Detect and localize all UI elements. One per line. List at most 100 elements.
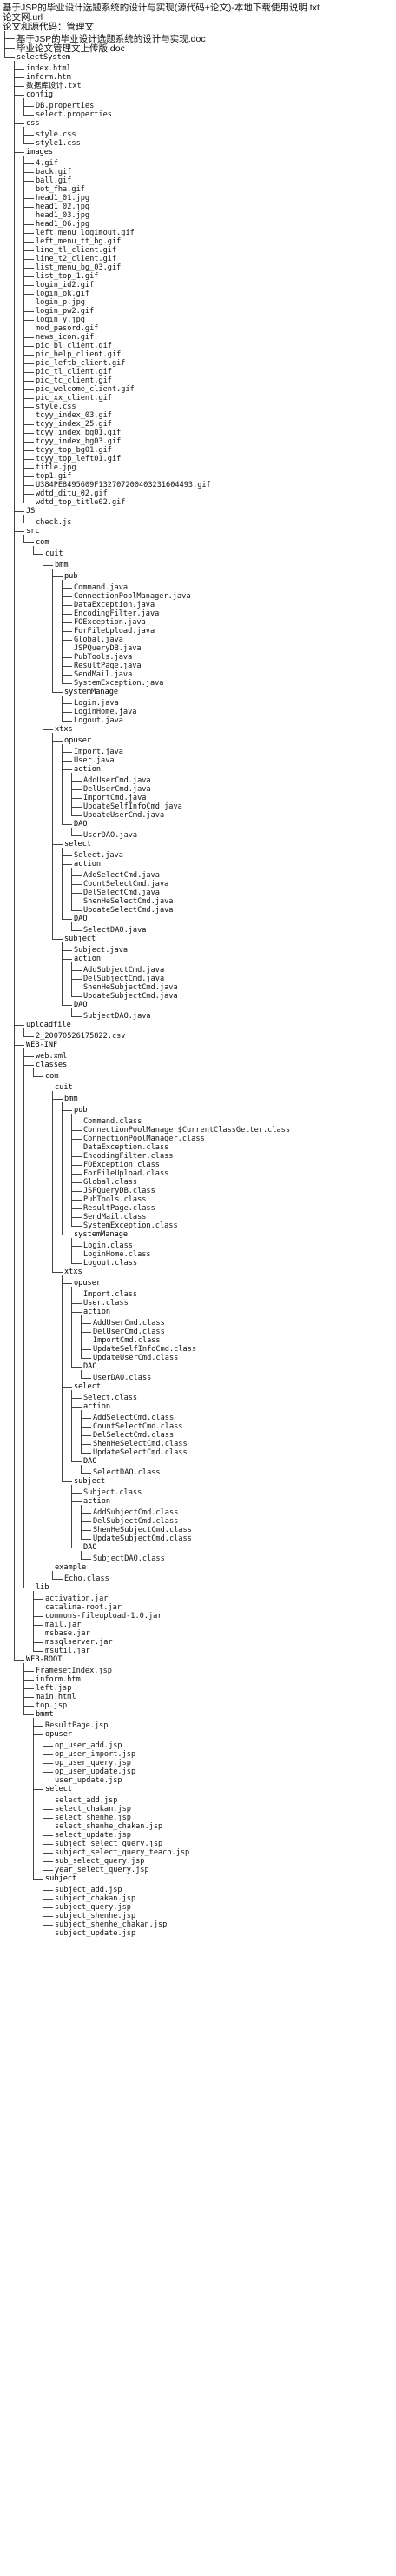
file-item: SubjectDAO.java xyxy=(83,1012,151,1021)
tree-connector xyxy=(43,1925,53,1926)
folder-item: WEB-ROOT xyxy=(26,1655,63,1664)
file-item: pic_leftb_client.gif xyxy=(36,359,126,368)
tree-connector xyxy=(4,31,5,57)
file-item: U384PE8495609F132707200403231604493.gif xyxy=(36,481,211,489)
file-item: tcyy_top_bg01.gif xyxy=(36,446,112,455)
tree-connector xyxy=(62,1275,63,1481)
tree-connector xyxy=(14,86,24,87)
tree-connector xyxy=(71,1501,82,1502)
tree-connector xyxy=(81,1332,91,1333)
tree-connector xyxy=(62,919,72,920)
tree-connector xyxy=(62,675,72,676)
tree-connector xyxy=(23,337,34,338)
file-item: Import.java xyxy=(74,748,123,756)
tree-connector xyxy=(23,276,34,277)
tree-connector xyxy=(62,712,72,713)
tree-connector xyxy=(62,848,63,919)
folder-item: DAO xyxy=(83,1543,97,1552)
tree-connector xyxy=(23,1680,34,1681)
tree-connector xyxy=(23,433,34,434)
folder-item: bmmt xyxy=(36,1710,54,1719)
tree-connector xyxy=(23,163,34,164)
file-item: SendMail.java xyxy=(74,670,133,679)
folder-item: action xyxy=(83,1402,111,1411)
tree-connector xyxy=(62,769,72,770)
tree-connector xyxy=(62,580,63,683)
tree-connector xyxy=(71,1263,82,1264)
tree-connector xyxy=(43,1844,53,1845)
file-item: mod_pasord.gif xyxy=(36,324,99,333)
tree-connector xyxy=(71,1461,82,1462)
tree-connector xyxy=(81,1559,91,1560)
tree-connector xyxy=(14,1660,24,1661)
tree-connector xyxy=(81,1551,82,1559)
file-item: user_update.jsp xyxy=(55,1776,122,1785)
tree-connector xyxy=(71,798,82,799)
tree-connector xyxy=(71,1367,82,1368)
tree-connector xyxy=(14,152,24,153)
tree-connector xyxy=(71,1130,82,1131)
file-item: list_top_1.gif xyxy=(36,272,99,281)
folder-item: css xyxy=(26,119,40,128)
tree-connector xyxy=(23,250,34,251)
file-item: Command.java xyxy=(74,583,129,592)
file-item: CountSelectCmd.java xyxy=(83,880,169,889)
tree-connector xyxy=(71,1191,82,1192)
tree-connector xyxy=(14,95,24,96)
tree-connector xyxy=(33,1718,34,1879)
tree-connector xyxy=(23,515,24,523)
tree-connector xyxy=(62,744,63,824)
tree-connector xyxy=(62,640,72,641)
tree-connector xyxy=(43,1746,53,1747)
folder-item: JS xyxy=(26,507,36,516)
folder-item: selectSystem xyxy=(16,53,71,62)
folder-item: 论文和源代码：管理文 xyxy=(3,22,94,32)
tree-connector xyxy=(23,115,34,116)
tree-connector xyxy=(4,48,15,49)
tree-connector xyxy=(23,468,34,469)
file-item: login_id2.gif xyxy=(36,281,95,290)
folder-item: select xyxy=(74,1382,102,1391)
folder-item: subject xyxy=(64,935,96,943)
tree-connector xyxy=(81,1539,91,1540)
tree-connector xyxy=(43,729,53,730)
folder-item: src xyxy=(26,527,40,536)
tree-connector xyxy=(52,844,63,845)
tree-connector xyxy=(71,1246,82,1247)
tree-connector xyxy=(23,442,34,443)
tree-connector xyxy=(23,1028,24,1036)
tree-connector xyxy=(43,1772,53,1773)
tree-connector xyxy=(71,1208,82,1209)
tree-connector xyxy=(23,1036,34,1037)
tree-connector xyxy=(23,259,34,260)
tree-connector xyxy=(52,733,53,939)
tree-connector xyxy=(14,1045,24,1046)
file-item: UpdateSubjectCmd.java xyxy=(83,992,178,1001)
file-item: DataException.java xyxy=(74,601,155,609)
file-item: ConnectionPoolManager$CurrentClassGetter… xyxy=(83,1126,290,1135)
tree-connector xyxy=(62,622,72,623)
file-item: login_p.jpg xyxy=(36,298,85,307)
file-item: login_pw2.gif xyxy=(36,307,95,316)
tree-connector xyxy=(43,1916,53,1917)
file-item: ShenHeSubjectCmd.class xyxy=(93,1526,192,1534)
file-item: ForFileUpload.class xyxy=(83,1169,169,1178)
tree-connector xyxy=(43,1763,53,1764)
file-item: UpdateSelfInfoCmd.java xyxy=(83,802,182,811)
tree-connector xyxy=(23,1048,24,1588)
tree-connector xyxy=(52,692,63,693)
tree-connector xyxy=(43,1818,53,1819)
file-item: head1_03.jpg xyxy=(36,211,90,220)
tree-connector xyxy=(62,959,72,960)
tree-connector xyxy=(62,683,72,684)
file-item: 2_20070526175822.csv xyxy=(36,1032,126,1041)
file-item: tcyy_index_bg01.gif xyxy=(36,429,122,437)
folder-item: DAO xyxy=(74,820,88,829)
file-item: subject_select_query_teach.jsp xyxy=(55,1848,190,1857)
tree-connector xyxy=(23,535,24,542)
folder-item: DAO xyxy=(74,915,88,923)
tree-connector xyxy=(43,1861,53,1862)
file-item: DelSubjectCmd.class xyxy=(93,1517,179,1526)
tree-connector xyxy=(62,1387,72,1388)
file-item: left_menu_logimout.gif xyxy=(36,229,135,237)
